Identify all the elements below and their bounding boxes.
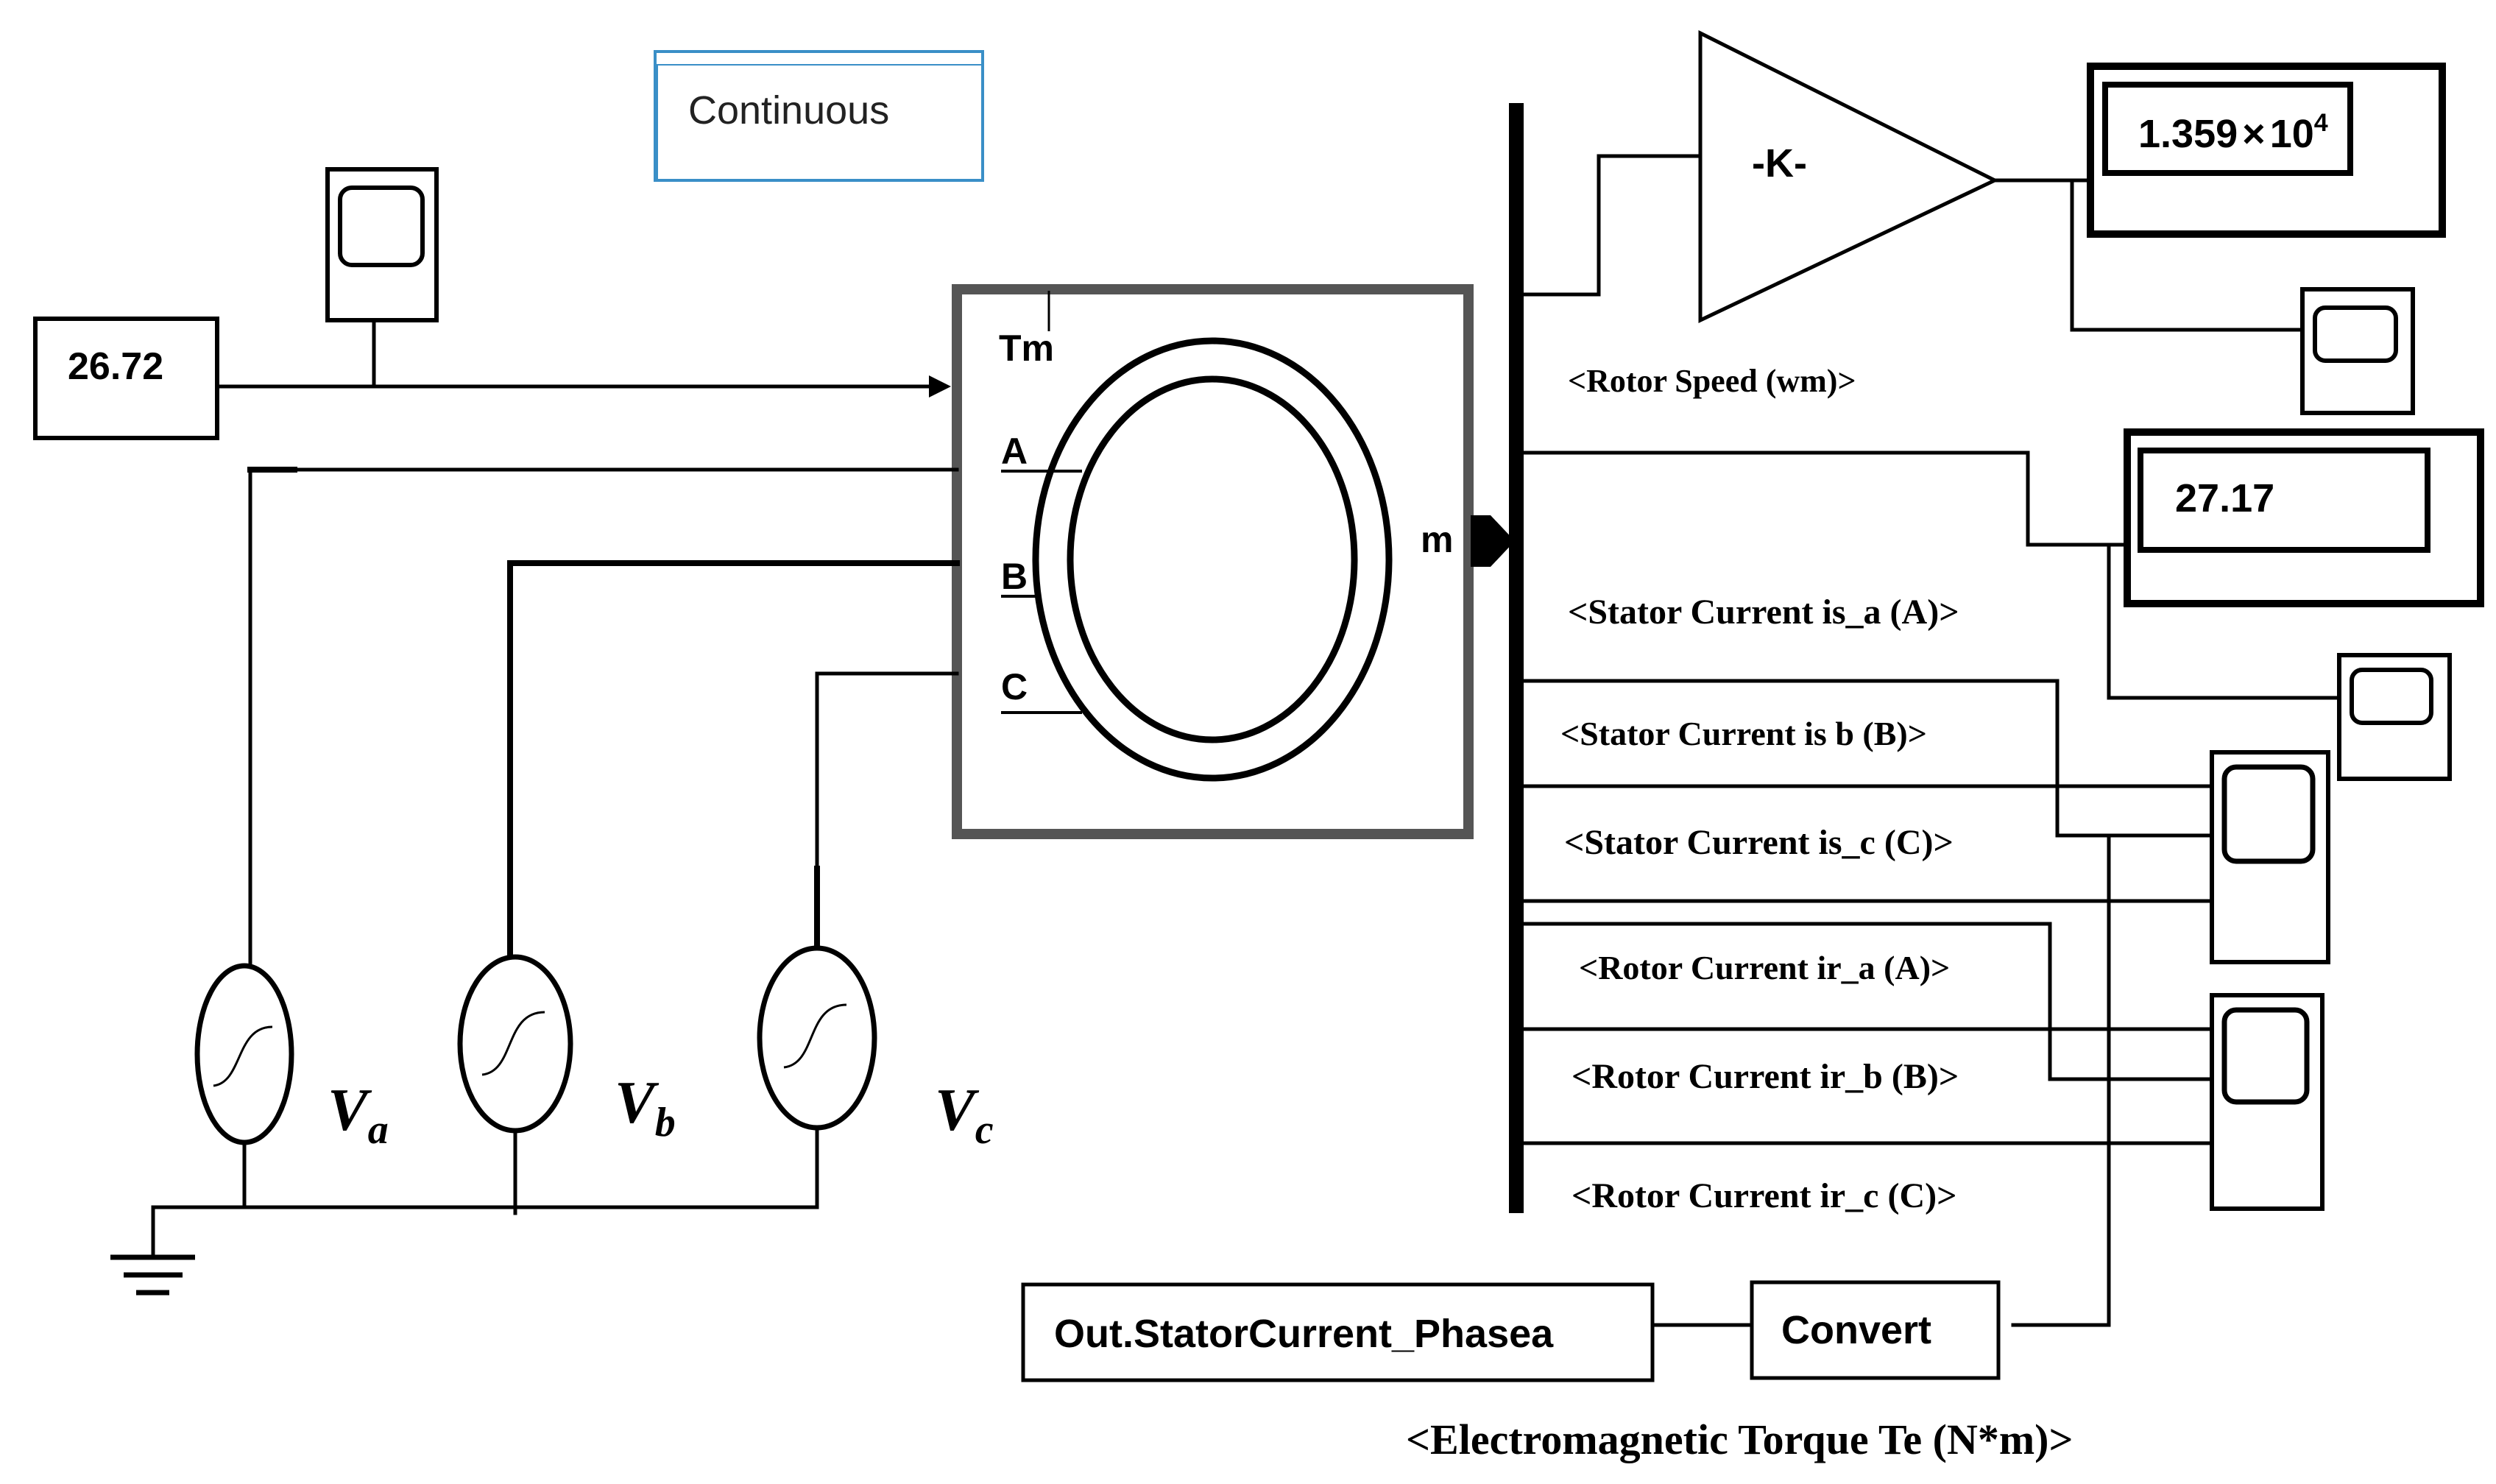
signal-torque: <Electromagnetic Torque Te (N*m)> [1406,1416,2073,1463]
induction-machine-block[interactable]: Tm A B C m [952,284,1474,839]
solver-label: Continuous [688,88,889,132]
signal-stator-c: <Stator Current is_c (C)> [1564,823,1954,862]
port-b-label: B [1001,556,1028,597]
voltage-source-c[interactable] [757,945,877,1131]
current-display-block[interactable]: 27.17 [2124,428,2484,607]
speed-display-block[interactable]: 1.359×104 [2087,63,2446,238]
gain-block[interactable]: -K- [1698,29,1999,323]
convert-label: Convert [1781,1308,1931,1352]
output-block-label: Out.StatorCurrent_Phasea [1054,1312,1554,1356]
signal-rotor-a: <Rotor Current ir_a (A)> [1579,949,1950,986]
gain-label: -K- [1752,141,1807,186]
source-c-label: Vc [935,1076,994,1153]
port-tm-label: Tm [999,328,1054,369]
speed-scope[interactable] [2300,287,2415,415]
output-block[interactable]: Out.StatorCurrent_Phasea [1021,1282,1655,1382]
m-output-arrow-icon [1471,515,1515,567]
convert-block[interactable]: Convert [1750,1280,2001,1380]
ground-icon [110,1254,195,1296]
voltage-source-a[interactable] [194,963,294,1145]
stator-a-scope[interactable] [2337,653,2452,781]
torque-constant-value: 26.72 [68,345,163,388]
port-a-label: A [1001,431,1028,472]
machine-stator-ring [1032,337,1393,782]
signal-rotor-b: <Rotor Current ir_b (B)> [1572,1057,1959,1096]
torque-constant-block[interactable]: 26.72 [33,317,219,440]
signal-rotor-speed: <Rotor Speed (wm)> [1568,363,1856,399]
solver-block[interactable]: Continuous [654,50,984,182]
machine-rotor-ring [1067,375,1358,743]
port-c-label: C [1001,666,1028,707]
port-m-label: m [1421,519,1453,560]
signal-stator-b: <Stator Current is b (B)> [1560,715,1927,752]
signal-rotor-c: <Rotor Current ir_c (C)> [1572,1176,1956,1215]
rotor-current-scope[interactable] [2210,993,2324,1211]
current-display-value: 27.17 [2175,476,2274,520]
torque-scope[interactable] [325,167,439,322]
voltage-source-b[interactable] [457,954,573,1134]
tm-arrow-icon [929,375,951,398]
speed-display-value: 1.359×104 [2138,109,2328,156]
signal-stator-a: <Stator Current is_a (A)> [1568,593,1959,632]
source-b-label: Vb [615,1069,676,1145]
stator-current-scope[interactable] [2210,750,2330,964]
source-a-label: Va [328,1076,389,1153]
